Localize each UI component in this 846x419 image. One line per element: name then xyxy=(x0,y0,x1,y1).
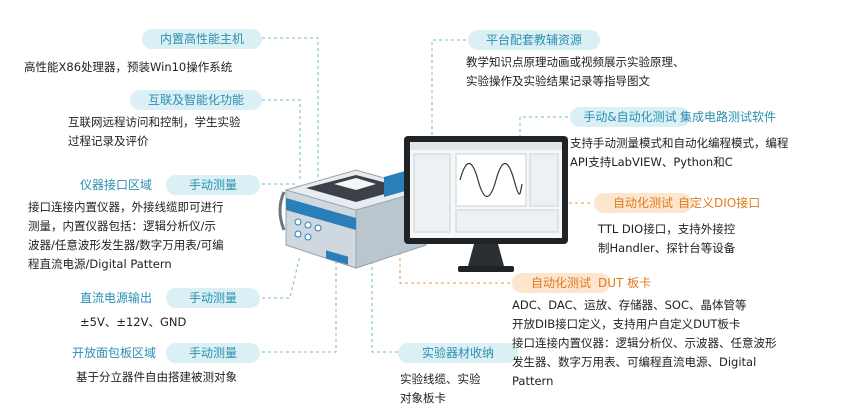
instrument-label: 仪器接口区域 xyxy=(80,178,153,192)
smart-desc-line: 互联网远程访问和控制，学生实验 xyxy=(68,115,241,129)
storage-desc-line: 对象板卡 xyxy=(400,391,446,405)
storage-desc: 实验线缆、实验 对象板卡 xyxy=(400,370,481,408)
instrument-desc-line: 波器/任意波形发生器/数字万用表/可编 xyxy=(28,238,224,252)
instrument-desc-line: 程直流电源/Digital Pattern xyxy=(28,257,172,271)
breadboard-tag: 手动测量 xyxy=(166,343,260,363)
dut-desc-line: 接口连接内置仪器：逻辑分析仪、示波器、任意波形 xyxy=(512,336,777,350)
power-desc: ±5V、±12V、GND xyxy=(80,313,186,332)
dio-label: 自定义DIO接口 xyxy=(678,196,761,210)
software-desc: 支持手动测量模式和自动化编程模式，编程 API支持LabVIEW、Python和… xyxy=(570,134,789,172)
breadboard-desc: 基于分立器件自由搭建被测对象 xyxy=(76,368,237,387)
dio-desc-line: TTL DIO接口，支持外接控 xyxy=(598,222,736,236)
host-desc: 高性能X86处理器，预装Win10操作系统 xyxy=(24,58,232,77)
power-label: 直流电源输出 xyxy=(80,291,153,305)
software-tag: 手动&自动化测试 xyxy=(570,107,690,127)
dut-desc-line: Pattern xyxy=(512,374,554,388)
dio-desc-line: 制Handler、探针台等设备 xyxy=(598,241,736,255)
platform-desc: 教学知识点原理动画或视频展示实验原理、 实验操作及实验结果记录等指导图文 xyxy=(466,53,685,91)
dut-desc-line: 发生器、数字万用表、可编程直流电源、Digital xyxy=(512,355,757,369)
instrument-desc-line: 测量，内置仪器包括：逻辑分析仪/示 xyxy=(28,219,216,233)
breadboard-desc-line: 基于分立器件自由搭建被测对象 xyxy=(76,370,237,384)
dut-desc-line: 开放DIB接口定义，支持用户自定义DUT板卡 xyxy=(512,317,741,331)
power-desc-line: ±5V、±12V、GND xyxy=(80,315,187,329)
smart-desc-line: 过程记录及评价 xyxy=(68,134,149,148)
software-label: 集成电路测试软件 xyxy=(680,110,777,124)
monitor-image xyxy=(404,136,568,272)
breadboard-label: 开放面包板区域 xyxy=(72,346,157,360)
platform-desc-line: 教学知识点原理动画或视频展示实验原理、 xyxy=(466,55,685,69)
storage-pill: 实验器材收纳 xyxy=(398,343,518,363)
software-desc-line: 支持手动测量模式和自动化编程模式，编程 xyxy=(570,136,789,150)
dut-desc-line: ADC、DAC、运放、存储器、SOC、晶体管等 xyxy=(512,298,747,312)
platform-desc-line: 实验操作及实验结果记录等指导图文 xyxy=(466,74,650,88)
dut-tag: 自动化测试 xyxy=(512,273,610,293)
host-desc-line: 高性能X86处理器，预装Win10操作系统 xyxy=(24,60,233,74)
host-pill: 内置高性能主机 xyxy=(142,29,262,49)
dut-label: DUT 板卡 xyxy=(598,276,652,290)
instrument-desc-line: 接口连接内置仪器，外接线缆即可进行 xyxy=(28,200,224,214)
power-tag: 手动测量 xyxy=(166,288,260,308)
smart-pill: 互联及智能化功能 xyxy=(130,90,262,110)
dut-desc: ADC、DAC、运放、存储器、SOC、晶体管等 开放DIB接口定义，支持用户自定… xyxy=(512,296,777,391)
dio-tag: 自动化测试 xyxy=(594,193,692,213)
instrument-tag: 手动测量 xyxy=(166,175,260,195)
dio-desc: TTL DIO接口，支持外接控 制Handler、探针台等设备 xyxy=(598,220,735,258)
platform-pill: 平台配套教辅资源 xyxy=(468,30,600,50)
software-desc-line: API支持LabVIEW、Python和C xyxy=(570,155,733,169)
storage-desc-line: 实验线缆、实验 xyxy=(400,372,481,386)
smart-desc: 互联网远程访问和控制，学生实验 过程记录及评价 xyxy=(68,113,241,151)
instrument-desc: 接口连接内置仪器，外接线缆即可进行 测量，内置仪器包括：逻辑分析仪/示 波器/任… xyxy=(28,198,224,274)
